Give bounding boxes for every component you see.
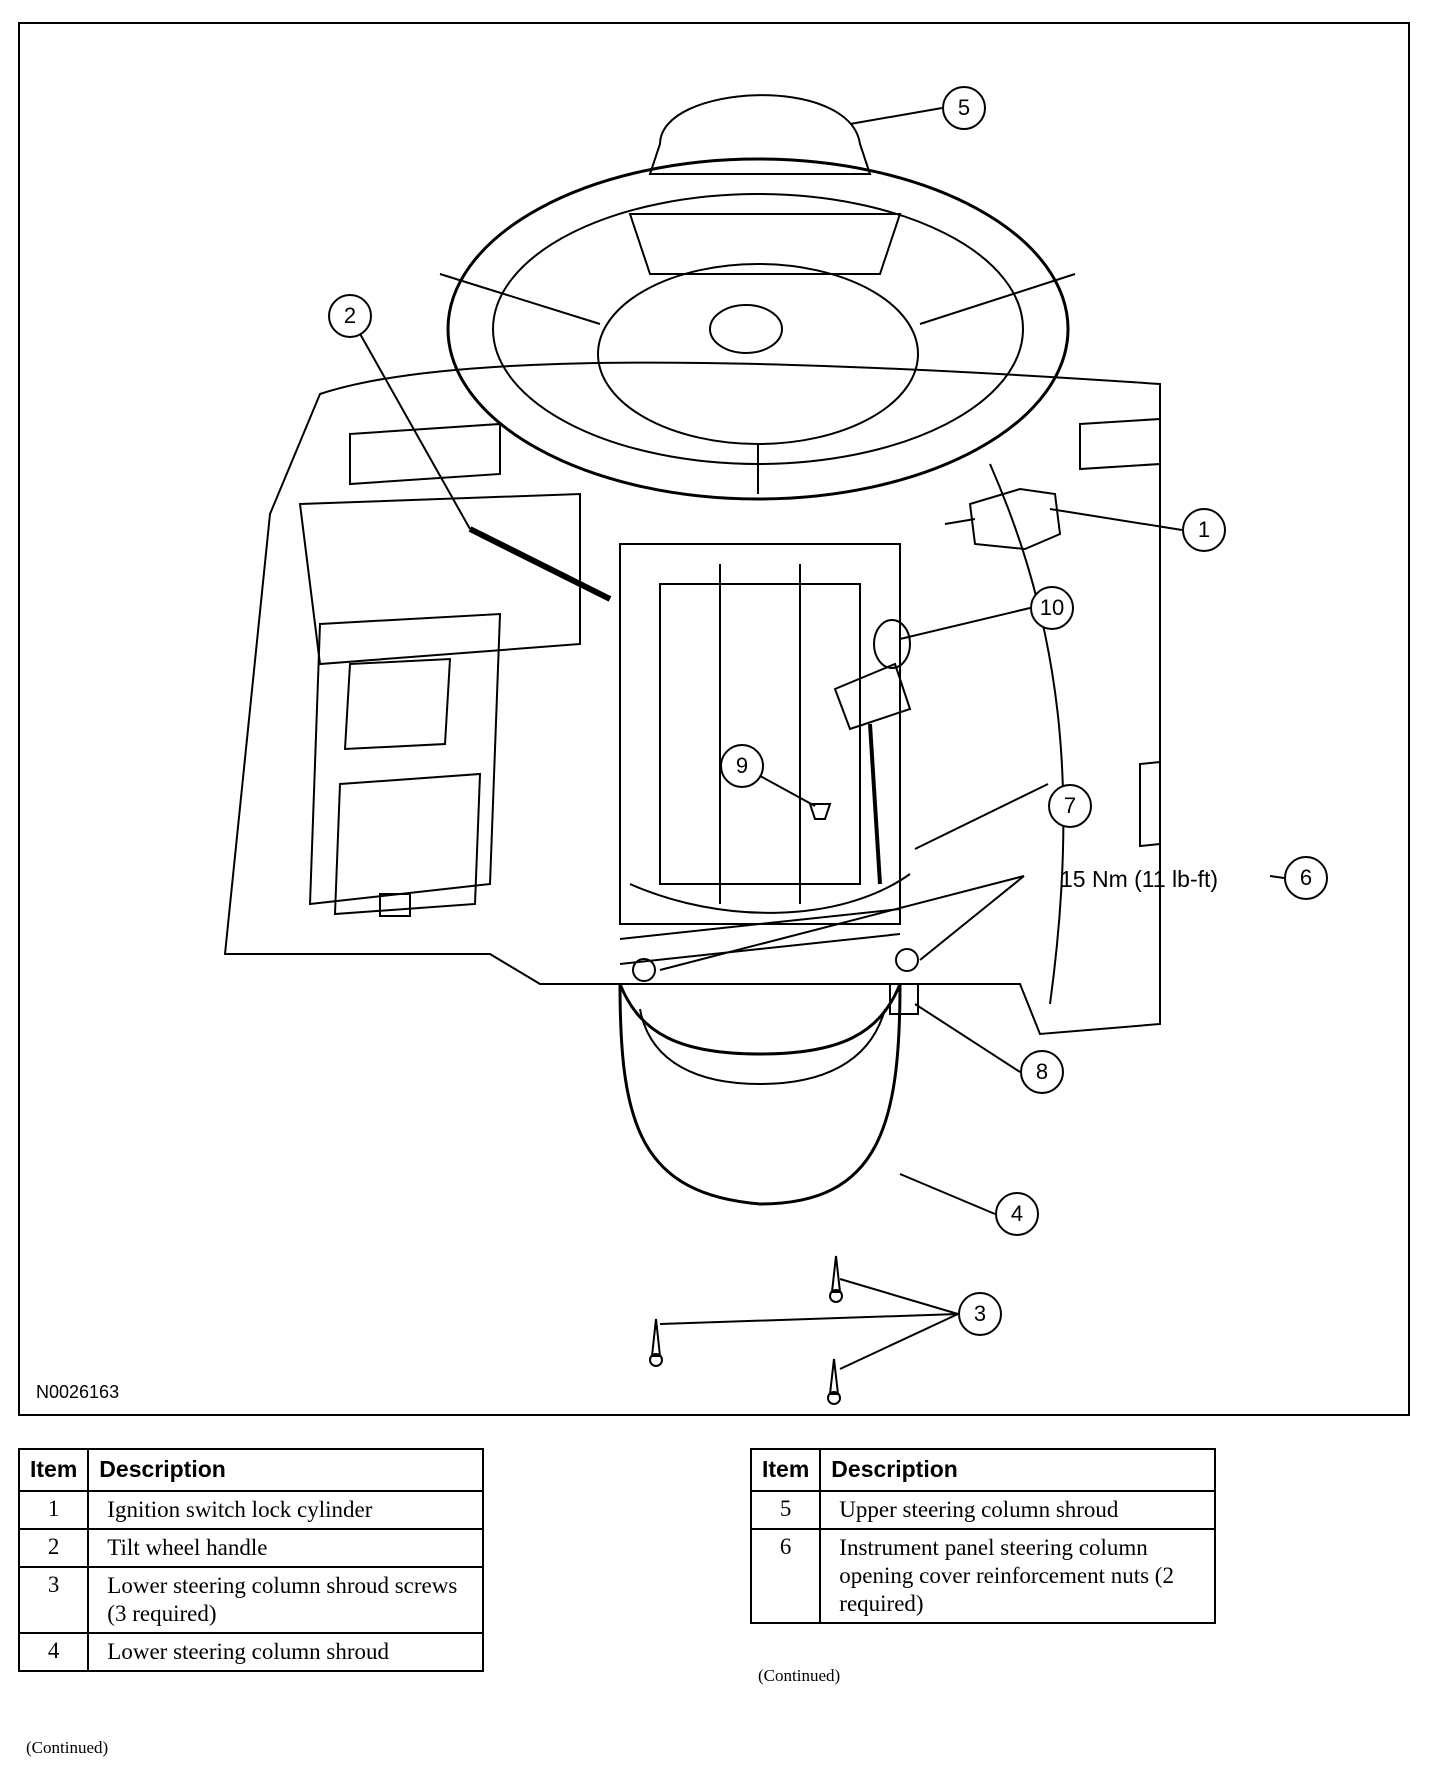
description-header: Description [819, 1448, 1216, 1492]
item-number: 4 [17, 1632, 90, 1672]
table-row: 2 Tilt wheel handle [17, 1528, 484, 1568]
callout-10: 10 [1030, 586, 1074, 630]
item-number: 3 [17, 1566, 90, 1634]
table-row: 4 Lower steering column shroud [17, 1632, 484, 1672]
item-number: 1 [17, 1490, 90, 1530]
item-description: Lower steering column shroud [87, 1632, 484, 1672]
item-description: Instrument panel steering column opening… [819, 1528, 1216, 1624]
callout-7: 7 [1048, 784, 1092, 828]
continued-note-1: (Continued) [26, 1738, 109, 1757]
table-row: 6 Instrument panel steering column openi… [749, 1528, 1216, 1624]
callout-8: 8 [1020, 1050, 1064, 1094]
callout-5: 5 [942, 86, 986, 130]
callout-4: 4 [995, 1192, 1039, 1236]
item-description: Ignition switch lock cylinder [87, 1490, 484, 1530]
callout-3: 3 [958, 1292, 1002, 1336]
table-header: Item Description [749, 1448, 1216, 1492]
callout-1: 1 [1182, 508, 1226, 552]
steering-column-illustration [223, 94, 1285, 1405]
table-row: 5 Upper steering column shroud [749, 1490, 1216, 1530]
item-description: Lower steering column shroud screws (3 r… [87, 1566, 484, 1634]
item-description: Tilt wheel handle [87, 1528, 484, 1568]
item-description: Upper steering column shroud [819, 1490, 1216, 1530]
table-header: Item Description [17, 1448, 484, 1492]
item-header: Item [17, 1448, 90, 1492]
torque-spec-label: 15 Nm (11 lb-ft) [1060, 866, 1219, 892]
description-header: Description [87, 1448, 484, 1492]
table-row: 3 Lower steering column shroud screws (3… [17, 1566, 484, 1634]
figure-id: N0026163 [36, 1382, 120, 1402]
callout-6: 6 [1284, 856, 1328, 900]
item-header: Item [749, 1448, 822, 1492]
legend-table-1: Item Description 1 Ignition switch lock … [17, 1448, 484, 1672]
callout-9: 9 [720, 744, 764, 788]
item-number: 6 [749, 1528, 822, 1624]
continued-note-2: (Continued) [758, 1666, 841, 1685]
legend-table-2: Item Description 5 Upper steering column… [749, 1448, 1216, 1624]
item-number: 5 [749, 1490, 822, 1530]
callout-2: 2 [328, 294, 372, 338]
table-row: 1 Ignition switch lock cylinder [17, 1490, 484, 1530]
exploded-view-figure: 5 2 1 10 9 7 15 Nm (11 lb-ft) 6 8 4 3 N0… [18, 22, 1410, 1416]
item-number: 2 [17, 1528, 90, 1568]
